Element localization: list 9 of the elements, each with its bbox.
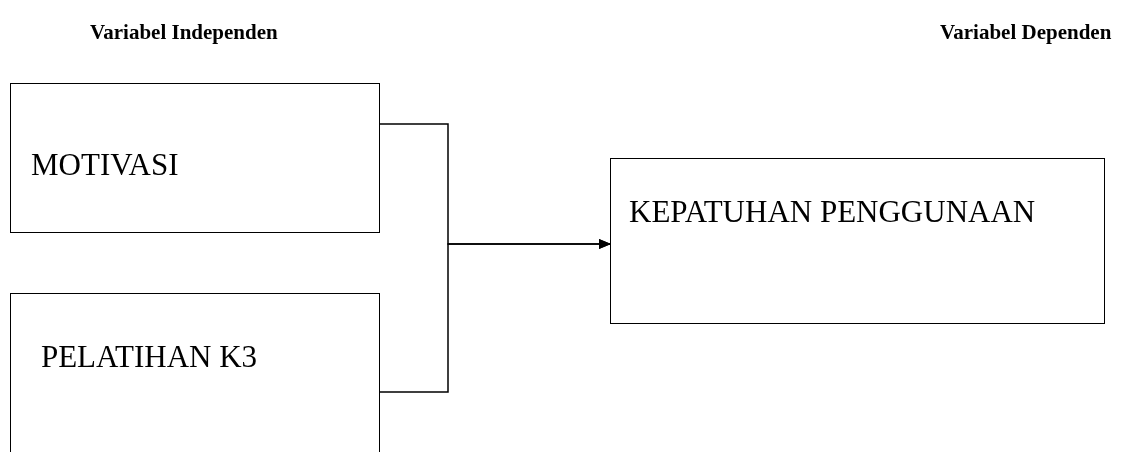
column-heading: Variabel Independen <box>90 20 278 45</box>
variable-box <box>10 83 380 233</box>
connector-arrow <box>379 239 611 393</box>
variable-name: PELATIHAN K3 <box>39 338 259 376</box>
variable-box <box>610 158 1105 324</box>
column-heading: Variabel Dependen <box>940 20 1112 45</box>
variable-box <box>10 293 380 452</box>
variable-name: MOTIVASI <box>31 146 180 184</box>
variable-name: KEPATUHAN PENGGUNAAN <box>629 193 1037 231</box>
